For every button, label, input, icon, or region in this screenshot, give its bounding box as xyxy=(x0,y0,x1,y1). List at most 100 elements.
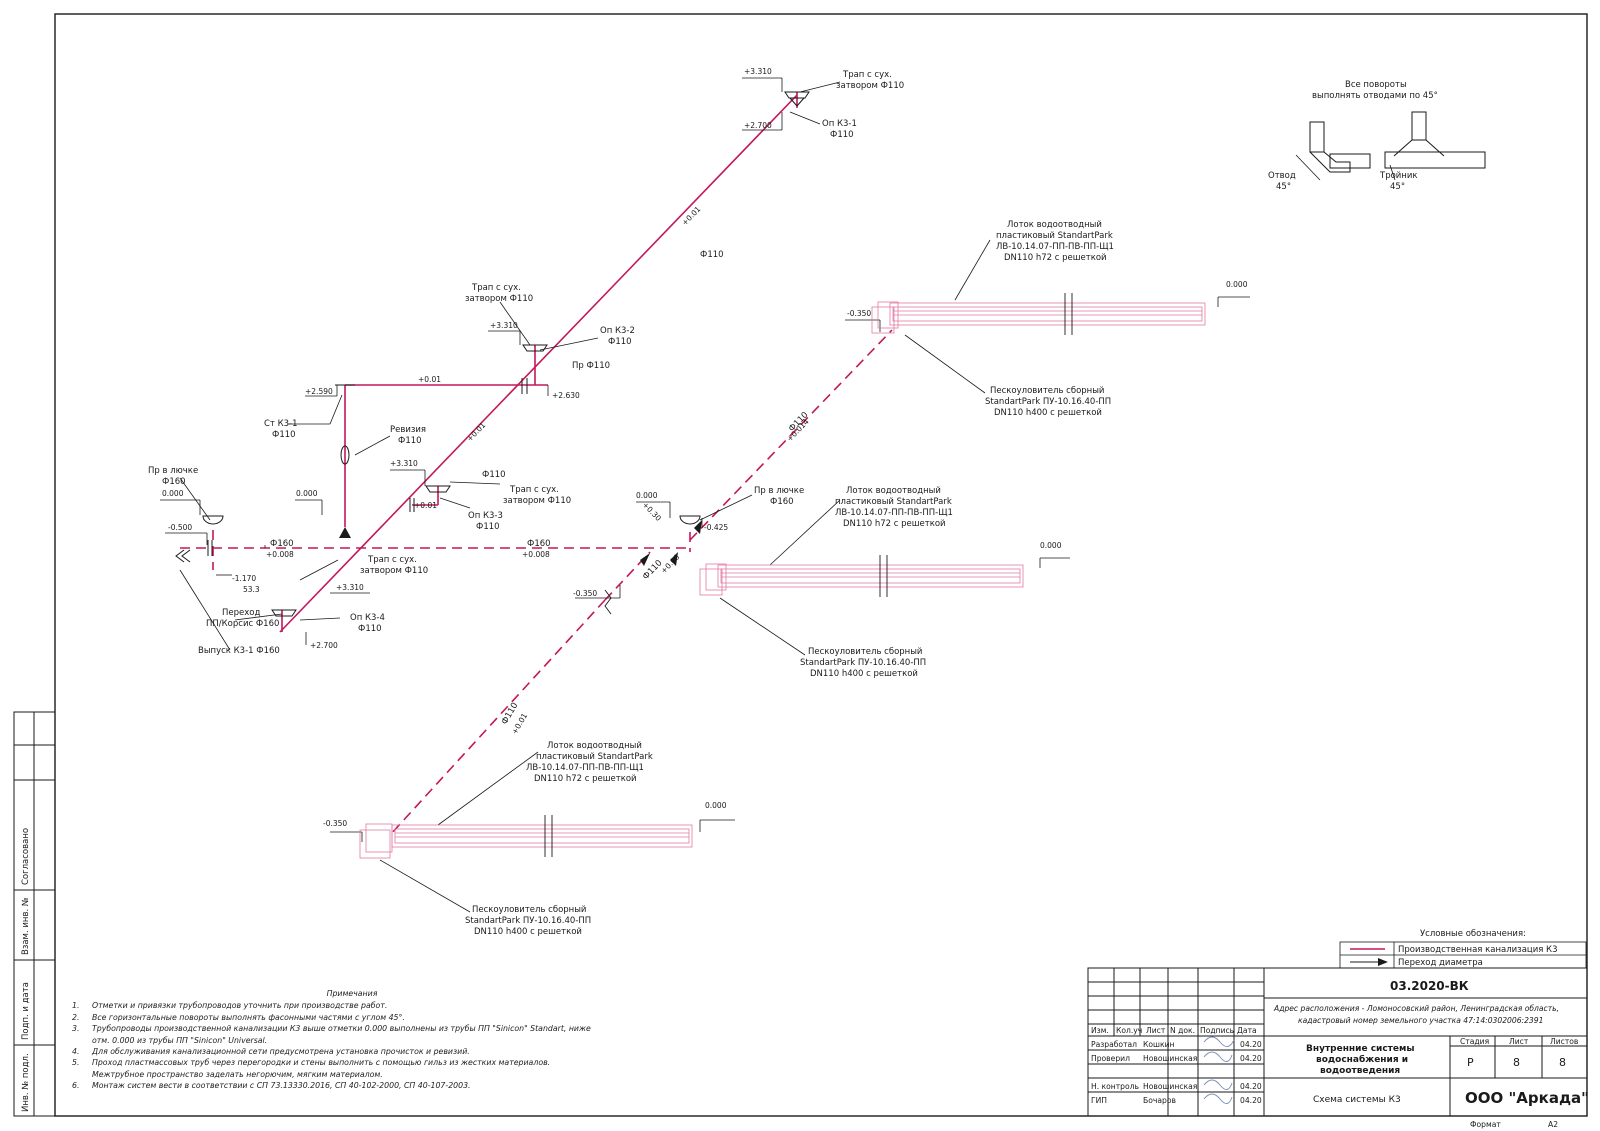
note-text: Трубопроводы производственной канализаци… xyxy=(92,1024,591,1034)
lotok1-3: ЛВ-10.14.07-ПП-ПВ-ПП-Щ1 xyxy=(996,242,1114,252)
title-block-text: 03.2020-ВК Адрес расположения - Ломоносо… xyxy=(1091,979,1589,1129)
drawing-frame xyxy=(54,13,1588,1117)
tb-address-2: кадастровый номер земельного участка 47:… xyxy=(1298,1016,1543,1025)
channel-breaks xyxy=(544,293,1073,857)
lotok1-4: DN110 h72 с решеткой xyxy=(1004,253,1107,263)
lotok3-4: DN110 h72 с решеткой xyxy=(534,774,637,784)
tb-h-date: Дата xyxy=(1237,1026,1257,1035)
note-text: Монтаж систем вести в соответствии с СП … xyxy=(92,1081,471,1091)
elev-minus-350-c: -0.350 xyxy=(323,819,347,828)
op1-label-2: Ф110 xyxy=(830,130,854,140)
note-row: 4.Для обслуживания канализационной сети … xyxy=(72,1046,632,1057)
note-num xyxy=(72,1035,92,1046)
pesk1-2: StandartPark ПУ-10.16.40-ПП xyxy=(985,397,1111,407)
drain-channels xyxy=(359,301,1206,859)
note-row: 1.Отметки и привязки трубопроводов уточн… xyxy=(72,1000,632,1011)
op4-label-2: Ф110 xyxy=(358,624,382,634)
elev-minus-1170: -1.170 xyxy=(232,574,256,583)
pesk3-2: StandartPark ПУ-10.16.40-ПП xyxy=(465,916,591,926)
note-row: 3. Трубопроводы производственной канализа… xyxy=(72,1023,632,1034)
note-num: 3. xyxy=(72,1024,80,1034)
revision-label: Ревизия xyxy=(390,425,426,435)
tb-sheets-header: Листов xyxy=(1550,1037,1579,1046)
pr-lyuchke-2: Пр в лючке xyxy=(754,486,804,496)
fittings xyxy=(175,91,810,617)
troinik-angle: 45° xyxy=(1390,182,1405,192)
note-text: Для обслуживания канализационной сети пр… xyxy=(92,1047,470,1057)
tb-system-title-c: водоотведения xyxy=(1320,1066,1400,1076)
otvod-angle: 45° xyxy=(1276,182,1291,192)
tb-system-title-a: Внутренние системы xyxy=(1306,1044,1414,1054)
slope-160-right: +0.008 xyxy=(522,550,550,559)
title-block xyxy=(1087,967,1588,1117)
note-num: 6. xyxy=(72,1081,80,1091)
signature-scribbles xyxy=(1203,1036,1235,1104)
stamp-sign-date: Подп. и дата xyxy=(21,982,31,1040)
perehod-label: Переход xyxy=(222,608,260,618)
trap2-label: Трап с сух. xyxy=(471,283,521,293)
pr-lyuchke-1-d: Ф160 xyxy=(162,477,186,487)
stamp-agreed: Согласовано xyxy=(21,828,31,885)
trap2-label-2: затвором Ф110 xyxy=(465,294,533,304)
op3-label: Оп К3-3 xyxy=(468,511,503,521)
pr110-label: Пр Ф110 xyxy=(572,361,610,371)
slope-drop: +0.30 xyxy=(641,500,664,523)
perehod-label-2: ПП/Корсис Ф160 xyxy=(206,619,279,629)
tb-company: ООО "Аркада" xyxy=(1465,1089,1589,1107)
note-row: 2.Все горизонтальные повороты выполнять … xyxy=(72,1012,632,1023)
elev-top-trap: +3.310 xyxy=(744,67,772,76)
slope-main-lower: +0.01 xyxy=(465,420,488,443)
lotok1-2: пластиковый StandartPark xyxy=(996,231,1113,241)
tb-h-list: Лист xyxy=(1146,1026,1166,1035)
lotok2-1: Лоток водоотводный xyxy=(846,486,941,496)
elev-zero-6: 0.000 xyxy=(705,801,727,810)
legend-k3: Производственная канализация К3 xyxy=(1398,945,1557,955)
elev-zero-1: 0.000 xyxy=(296,489,318,498)
pipe-network-solid xyxy=(279,92,798,633)
tb-h-ndoc: N док. xyxy=(1170,1026,1195,1035)
stamp-replace-inv: Взам. инв. № xyxy=(21,897,31,955)
tb-date-2: 04.20 xyxy=(1240,1054,1262,1063)
slope-trap3: +0.01 xyxy=(414,501,437,510)
stk1-label: Ст К3-1 xyxy=(264,419,298,429)
tb-sheets: 8 xyxy=(1559,1056,1566,1069)
trap1-label: Трап с сух. xyxy=(842,70,892,80)
elev-minus-350-a: -0.350 xyxy=(573,589,597,598)
transition-marker-2 xyxy=(670,552,678,566)
troinik-label: Тройник xyxy=(1379,171,1418,181)
tb-name-1: Кошкин xyxy=(1143,1040,1175,1049)
pesk2-3: DN110 h400 с решеткой xyxy=(810,669,918,679)
note-text: Все горизонтальные повороты выполнять фа… xyxy=(92,1012,405,1022)
d110-mid: Ф110 xyxy=(482,470,506,480)
tb-name-4: Новошинская xyxy=(1143,1082,1197,1091)
note-num: 5. xyxy=(72,1058,80,1068)
pesk1-1: Пескоуловитель сборный xyxy=(990,386,1104,396)
trap3-label-2: затвором Ф110 xyxy=(503,496,571,506)
trap4-label-2: затвором Ф110 xyxy=(360,566,428,576)
d110-upper: Ф110 xyxy=(700,250,724,260)
lotok2-3: ЛВ-10.14.07-ПП-ПВ-ПП-Щ1 xyxy=(835,508,953,518)
tb-date-1: 04.20 xyxy=(1240,1040,1262,1049)
elev-zero-2: 0.000 xyxy=(162,489,184,498)
lotok3-2: пластиковый StandartPark xyxy=(536,752,653,762)
vypusk-label: Выпуск К3-1 Ф160 xyxy=(198,646,280,656)
tb-system-title-b: водоснабжения и xyxy=(1316,1054,1408,1065)
pesk1-3: DN110 h400 с решеткой xyxy=(994,408,1102,418)
elev-bottom-pipe: +2.700 xyxy=(310,641,338,650)
turns-note: Все повороты xyxy=(1345,80,1407,90)
legend-transition: Переход диаметра xyxy=(1398,958,1483,968)
tb-h-koluch: Кол.уч xyxy=(1116,1026,1142,1035)
tb-name-2: Новошинская xyxy=(1143,1054,1197,1063)
elev-zero-3: 0.000 xyxy=(636,491,658,500)
tb-sheet-header: Лист xyxy=(1509,1037,1529,1046)
pr-lyuchke-1: Пр в лючке xyxy=(148,466,198,476)
elev-minus-350-b: -0.350 xyxy=(847,309,871,318)
pr-lyuchke-2-d: Ф160 xyxy=(770,497,794,507)
elev-zero-5: 0.000 xyxy=(1040,541,1062,550)
slope-horizontal: +0.01 xyxy=(418,375,441,384)
d160-left: Ф160 xyxy=(270,539,294,549)
tb-sheet: 8 xyxy=(1513,1056,1520,1069)
tb-role-2: Проверил xyxy=(1091,1054,1130,1063)
slope-labels: +0.01 +0.01 +0.01 +0.01 +0.008 +0.008 +0… xyxy=(266,204,811,736)
